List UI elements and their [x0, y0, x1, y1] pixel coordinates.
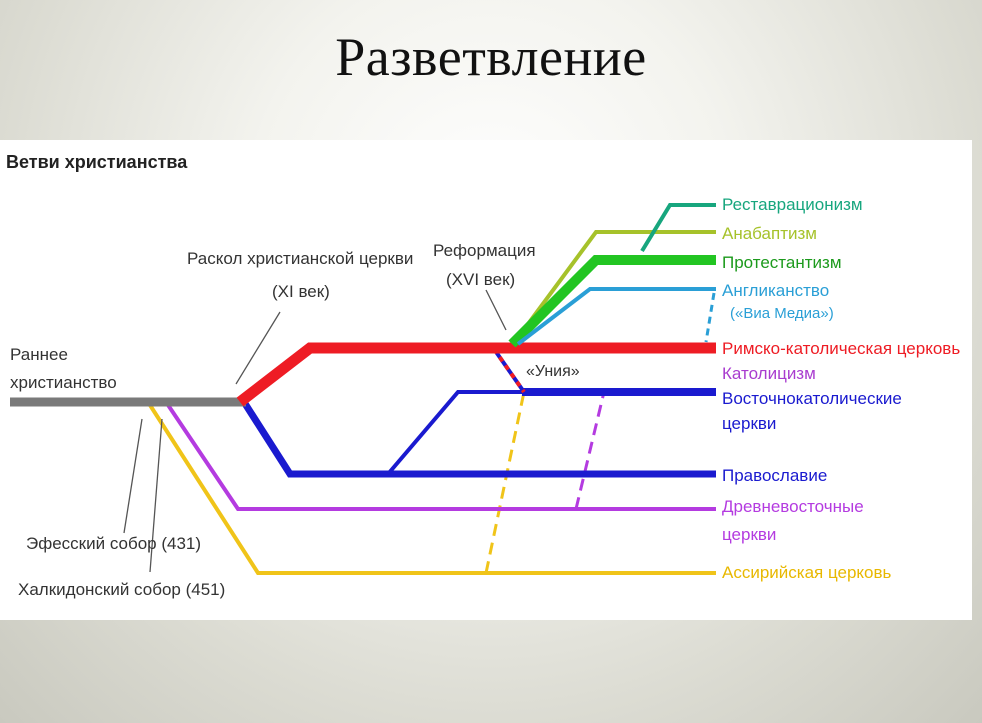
chalcedon-pointer — [149, 418, 163, 573]
early-label-1: Раннее — [10, 345, 68, 364]
anglicanism-line — [516, 287, 716, 346]
unia-label: «Уния» — [526, 363, 580, 380]
diagram-panel: Ветви христианства Раннее христианство Р — [0, 140, 972, 620]
eastern-catholic-label-2: церкви — [722, 414, 776, 433]
restorationism-label: Реставрационизм — [722, 195, 863, 214]
ephesus-label: Эфесский собор (431) — [26, 534, 201, 553]
reformation-label: Реформация — [433, 241, 536, 260]
protestantism-line — [508, 255, 716, 348]
eastern-catholic-label-1: Восточнокатолические — [722, 389, 902, 408]
oriental-line — [164, 400, 716, 511]
assyrian-line — [146, 400, 716, 575]
via-media-label: («Виа Медиа») — [730, 305, 834, 322]
orthodoxy-label: Православие — [722, 466, 827, 485]
via-media-dash — [704, 292, 716, 343]
schism-pointer — [235, 311, 281, 385]
reformation-date: (XVI век) — [446, 270, 515, 289]
orthodox-line — [241, 400, 716, 478]
roman-catholic-label: Римско-католическая церковь — [722, 339, 960, 358]
catholicism-label: Католицизм — [722, 364, 816, 383]
schism-label: Раскол христианской церкви — [187, 249, 413, 268]
diagram-heading: Ветви христианства — [6, 152, 188, 172]
oriental-label-2: церкви — [722, 525, 776, 544]
anabaptism-line — [512, 230, 716, 345]
reformation-pointer — [485, 289, 507, 331]
early-label-2: христианство — [10, 373, 117, 392]
eastern-catholic-thin-line — [386, 390, 716, 476]
ephesus-pointer — [123, 418, 143, 534]
anabaptism-label: Анабаптизм — [722, 224, 817, 243]
chalcedon-label: Халкидонский собор (451) — [18, 580, 225, 599]
oriental-unia-dash — [574, 391, 606, 510]
schism-date: (XI век) — [272, 282, 330, 301]
oriental-label-1: Древневосточные — [722, 497, 864, 516]
slide-title: Разветвление — [335, 27, 647, 87]
branches-diagram: Ветви христианства Раннее христианство Р — [6, 152, 960, 599]
assyrian-label: Ассирийская церковь — [722, 563, 892, 582]
catholic-line — [236, 342, 716, 407]
restorationism-line — [640, 203, 716, 253]
anglicanism-label: Англиканство — [722, 281, 829, 300]
unia-dash-red — [492, 347, 526, 394]
protestantism-label: Протестантизм — [722, 253, 842, 272]
assyrian-unia-dash — [484, 391, 526, 574]
